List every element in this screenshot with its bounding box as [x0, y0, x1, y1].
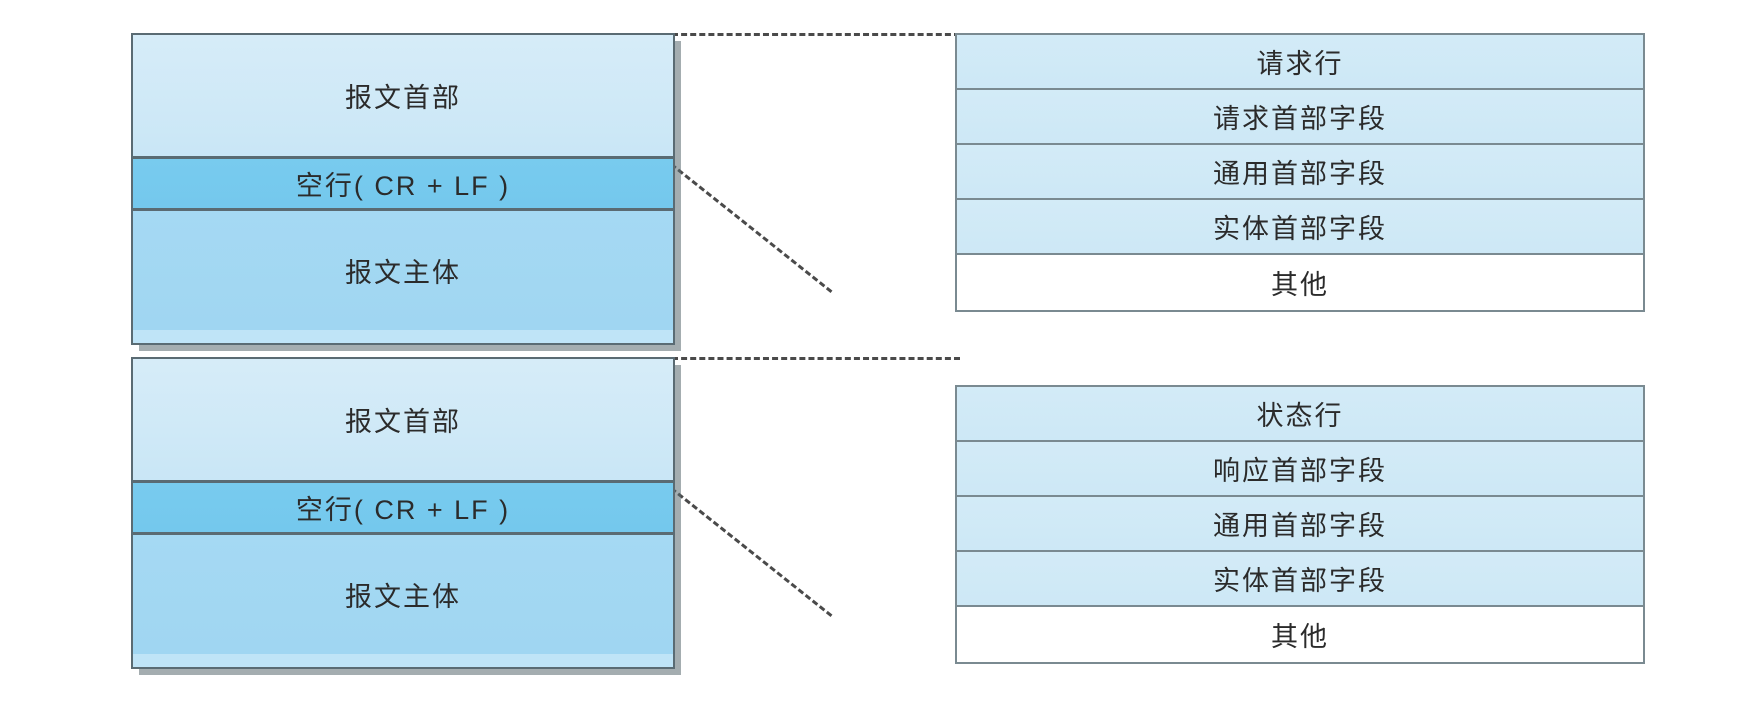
detail-panel-response: 状态行 响应首部字段 通用首部字段 实体首部字段 其他 [955, 385, 1645, 664]
detail-row-response-header-fields: 响应首部字段 [957, 442, 1643, 497]
message-row-header: 报文首部 [133, 359, 673, 483]
detail-row-entity-header-fields: 实体首部字段 [957, 552, 1643, 607]
message-row-body: 报文主体 [133, 535, 673, 654]
detail-row-request-line: 请求行 [957, 35, 1643, 90]
detail-row-other: 其他 [957, 607, 1643, 662]
detail-row-entity-header-fields: 实体首部字段 [957, 200, 1643, 255]
detail-panel-request: 请求行 请求首部字段 通用首部字段 实体首部字段 其他 [955, 33, 1645, 312]
message-row-blank-line: 空行( CR + LF ) [133, 483, 673, 535]
message-box-response: 报文首部 空行( CR + LF ) 报文主体 [131, 357, 675, 669]
detail-row-general-header-fields: 通用首部字段 [957, 145, 1643, 200]
message-row-header: 报文首部 [133, 35, 673, 159]
detail-row-general-header-fields: 通用首部字段 [957, 497, 1643, 552]
connector-diagonal-response [670, 487, 833, 617]
connector-top-response [672, 357, 960, 360]
detail-row-other: 其他 [957, 255, 1643, 310]
connector-top-request [672, 33, 960, 36]
message-row-body: 报文主体 [133, 211, 673, 330]
detail-row-status-line: 状态行 [957, 387, 1643, 442]
message-row-blank-line: 空行( CR + LF ) [133, 159, 673, 211]
message-box-request: 报文首部 空行( CR + LF ) 报文主体 [131, 33, 675, 345]
connector-diagonal-request [670, 163, 833, 293]
detail-row-request-header-fields: 请求首部字段 [957, 90, 1643, 145]
